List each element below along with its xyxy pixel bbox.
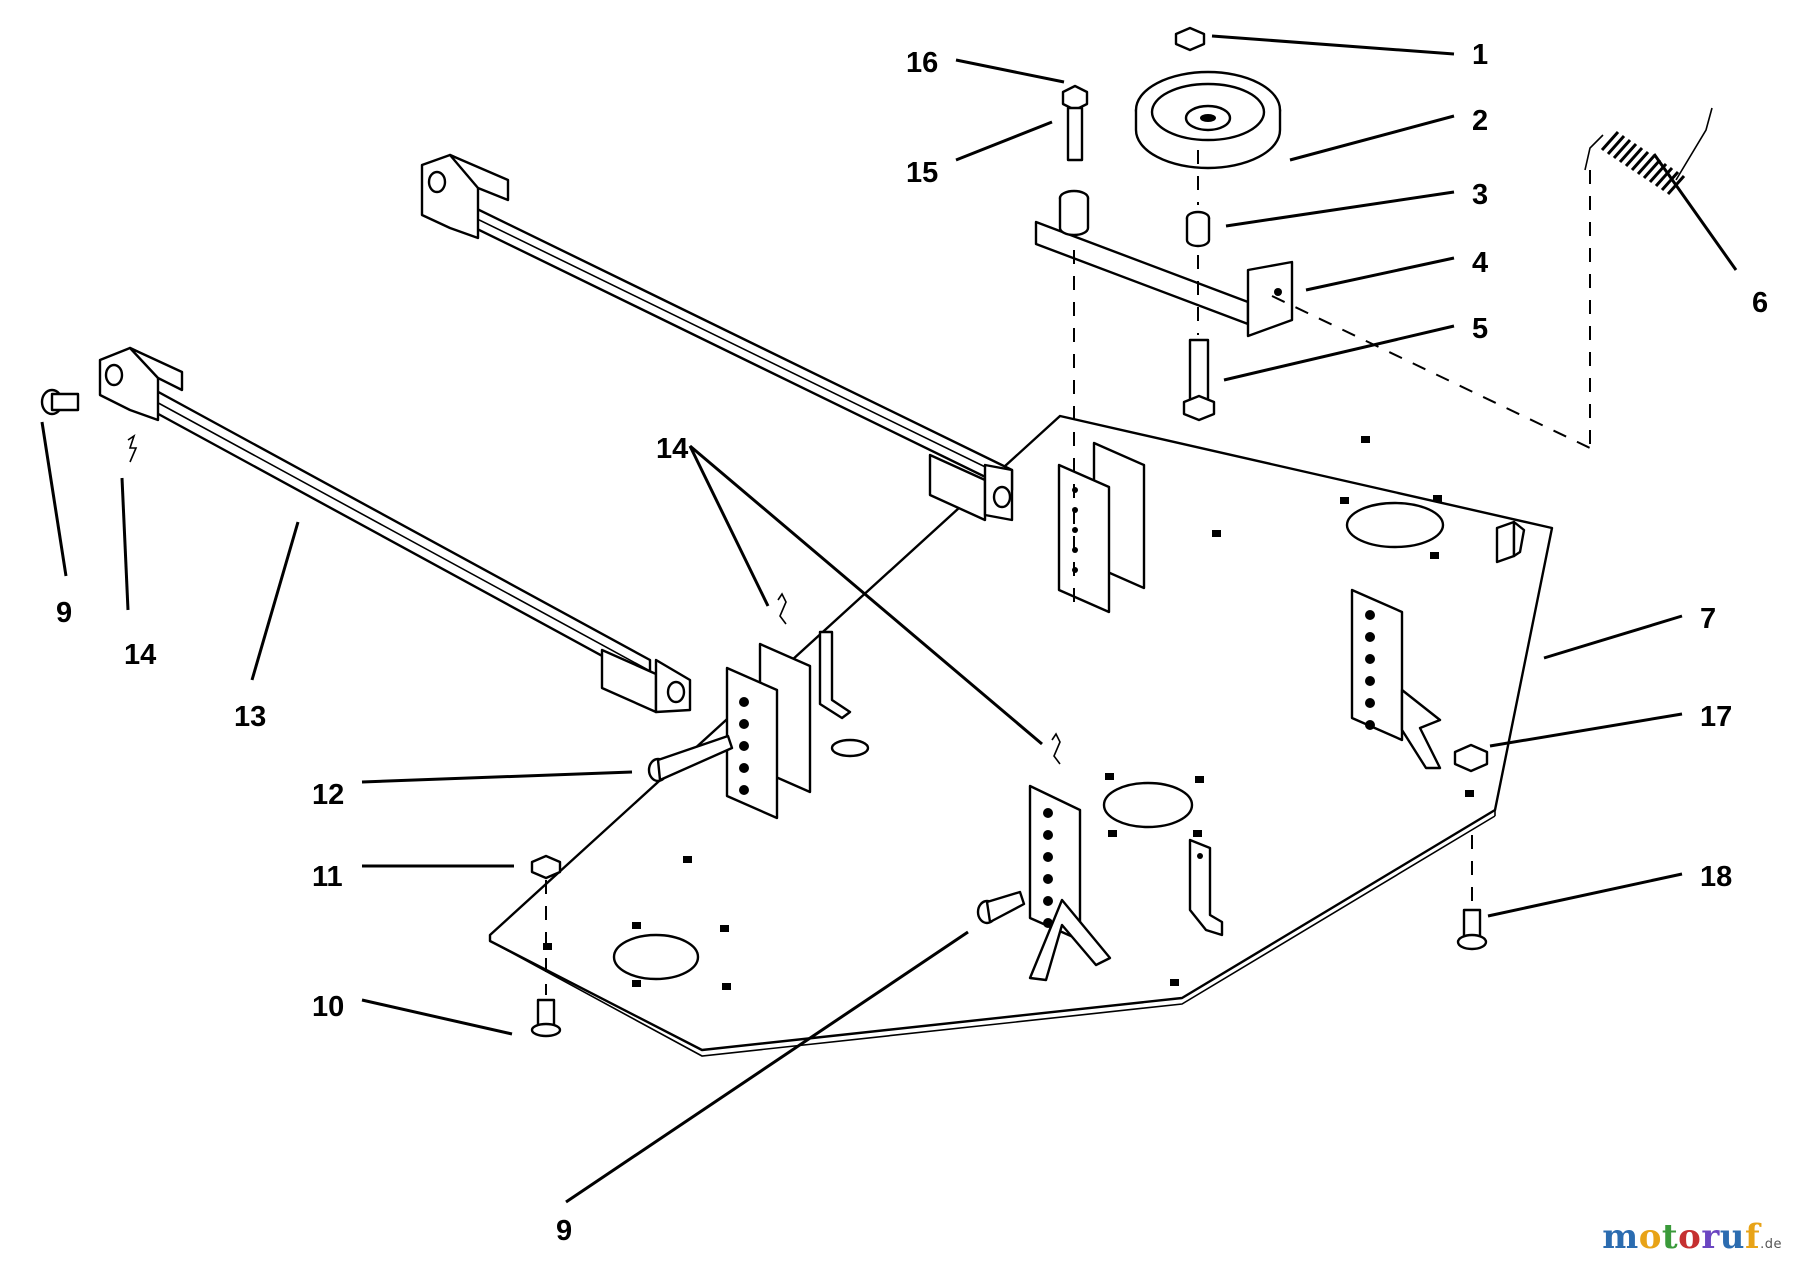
watermark-letter: f xyxy=(1744,1217,1761,1257)
callout-7: 7 xyxy=(1700,603,1716,635)
callout-17: 17 xyxy=(1700,701,1732,733)
callout-1: 1 xyxy=(1472,39,1488,71)
plate-mount-holes xyxy=(543,436,1474,990)
callout-labels: 1 2 3 4 5 6 7 9 9 10 11 12 13 14 14 15 1… xyxy=(56,39,1768,1247)
rear-lift-arm xyxy=(420,153,1014,522)
callout-2: 2 xyxy=(1472,105,1488,137)
watermark-suffix: .de xyxy=(1760,1237,1782,1252)
callout-18: 18 xyxy=(1700,861,1732,893)
callout-11: 11 xyxy=(312,861,343,893)
callout-3: 3 xyxy=(1472,179,1488,211)
watermark-letter: r xyxy=(1701,1217,1720,1257)
idler-pulley-assembly xyxy=(1034,26,1591,610)
callout-4: 4 xyxy=(1472,247,1488,279)
watermark-letter: m xyxy=(1602,1217,1639,1257)
right-standing-bracket xyxy=(1350,588,1442,770)
small-l-bracket xyxy=(1188,838,1224,937)
callout-9-left: 9 xyxy=(56,597,72,629)
callout-13: 13 xyxy=(234,701,266,733)
watermark-logo: motoruf.de xyxy=(1602,1217,1782,1257)
callout-14-left: 14 xyxy=(124,639,156,671)
callout-15: 15 xyxy=(906,157,938,189)
rear-bracket-pair xyxy=(1057,441,1146,614)
watermark-letter: o xyxy=(1638,1217,1662,1257)
callout-5: 5 xyxy=(1472,313,1488,345)
callout-14-center: 14 xyxy=(656,433,688,465)
watermark-letter: t xyxy=(1661,1217,1679,1257)
base-plate xyxy=(488,414,1554,1057)
tension-spring xyxy=(1584,107,1713,195)
loose-hardware xyxy=(40,388,1489,1038)
callout-16: 16 xyxy=(906,47,938,79)
callout-12: 12 xyxy=(312,779,344,811)
front-center-bracket xyxy=(1028,784,1112,982)
leader-lines xyxy=(40,34,1738,1204)
callout-9-bottom: 9 xyxy=(556,1215,572,1247)
callout-10: 10 xyxy=(312,991,344,1023)
watermark-letter: u xyxy=(1719,1217,1745,1257)
front-lift-arm xyxy=(98,346,692,714)
front-left-bracket-pair xyxy=(725,630,852,820)
watermark-letter: o xyxy=(1678,1217,1702,1257)
callout-6: 6 xyxy=(1752,287,1768,319)
